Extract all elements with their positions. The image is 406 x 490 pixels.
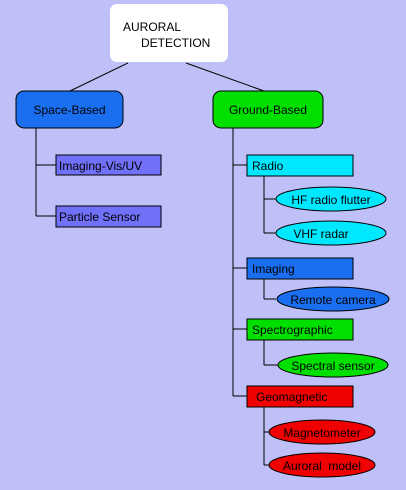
- spectrographic-label: Spectrographic: [252, 323, 333, 337]
- space-based-box: [15, 90, 124, 129]
- hf-radio-flutter-ellipse: [275, 186, 387, 212]
- vhf-radar-ellipse: [275, 220, 387, 246]
- vhf-radar-node: VHF radar: [275, 220, 387, 246]
- ground-based-label: Ground-Based: [229, 103, 307, 117]
- magnetometer-node: Magnetometer: [268, 419, 376, 445]
- geomagnetic-label: Geomagnetic: [256, 390, 327, 404]
- connector-root-ground: [185, 62, 265, 92]
- spectrographic-node: Spectrographic: [246, 318, 354, 341]
- imaging-box: [246, 257, 354, 280]
- remote-camera-label: Remote camera: [290, 293, 376, 307]
- space-particle-label: Particle Sensor: [59, 210, 140, 224]
- connector-root-space: [69, 62, 129, 92]
- radio-box: [246, 154, 354, 177]
- radio-label: Radio: [252, 159, 284, 173]
- space-imaging-box: [55, 154, 162, 176]
- geomagnetic-node: Geomagnetic: [246, 385, 354, 408]
- magnetometer-label: Magnetometer: [283, 426, 360, 440]
- auroral-model-ellipse: [268, 452, 376, 478]
- vhf-radar-label: VHF radar: [293, 227, 348, 241]
- geomagnetic-box: [246, 385, 354, 408]
- root-node-box: [110, 4, 228, 62]
- radio-node: Radio: [246, 154, 354, 177]
- space-based-label: Space-Based: [33, 103, 105, 117]
- spectrographic-box: [246, 318, 354, 341]
- remote-camera-node: Remote camera: [276, 286, 390, 312]
- space-particle-node: Particle Sensor: [55, 205, 162, 228]
- root-title-line1: AURORAL: [123, 20, 181, 34]
- space-imaging-node: Imaging-Vis/UV: [55, 154, 162, 176]
- connector-lines: [35, 62, 279, 466]
- remote-camera-ellipse: [276, 286, 390, 312]
- spectral-sensor-label: Spectral sensor: [291, 359, 374, 373]
- auroral-model-node: Auroral model: [268, 452, 376, 478]
- spectral-sensor-node: Spectral sensor: [277, 352, 389, 378]
- auroral-model-label: Auroral model: [283, 459, 361, 473]
- root-title-line2: DETECTION: [141, 36, 210, 50]
- imaging-node: Imaging: [246, 257, 354, 280]
- spectral-sensor-ellipse: [277, 352, 389, 378]
- ground-based-box: [212, 90, 324, 129]
- hf-radio-flutter-label: HF radio flutter: [291, 193, 370, 207]
- space-imaging-label: Imaging-Vis/UV: [59, 159, 142, 173]
- space-particle-box: [55, 205, 162, 228]
- ground-based-node: Ground-Based: [212, 90, 324, 129]
- imaging-label: Imaging: [252, 262, 295, 276]
- hf-radio-flutter-node: HF radio flutter: [275, 186, 387, 212]
- root-node: AURORAL DETECTION: [110, 4, 228, 62]
- space-based-node: Space-Based: [15, 90, 124, 129]
- magnetometer-ellipse: [268, 419, 376, 445]
